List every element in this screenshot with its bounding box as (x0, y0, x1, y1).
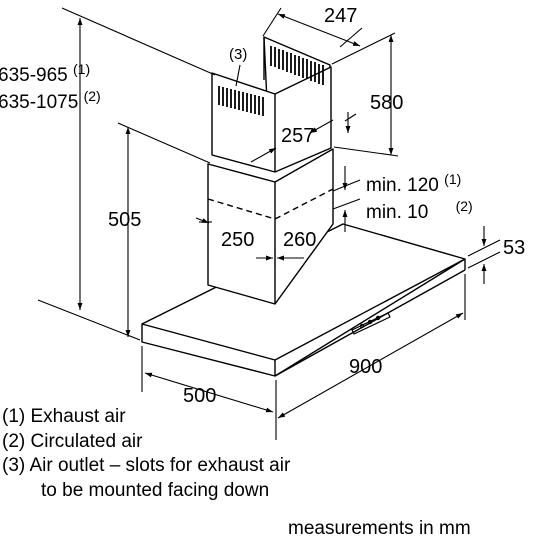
gap-circulated-note: (2) (455, 198, 473, 214)
gap-exhaust-label: min. 120 (1) (366, 172, 461, 195)
lower-chimney-width-label: 250 (221, 229, 255, 251)
canopy-depth-dimension (141, 346, 274, 413)
upper-chimney-height-label: 580 (370, 92, 404, 114)
gap-circulated-label: min. 10 (2) (366, 199, 473, 222)
upper-chimney-depth-dimension (250, 112, 357, 163)
gap-exhaust-value: min. 120 (366, 175, 439, 196)
lower-chimney-width-dimension (195, 217, 304, 266)
overall-height-exhaust-note: (1) (73, 61, 91, 77)
upper-chimney-depth-label: 257 (281, 125, 315, 147)
gap-circulated-value: min. 10 (366, 202, 429, 223)
overall-height-exhaust-value: 635-965 (0, 65, 68, 86)
canopy-depth-label: 500 (183, 385, 217, 407)
canopy-height-dimension (467, 226, 501, 284)
overall-height-circulated-note: (2) (83, 88, 101, 104)
lower-chimney-depth-label: 260 (283, 229, 317, 251)
lower-chimney-height-label: 505 (108, 209, 142, 231)
overall-height-circulated-label: 635-1075 (2) (0, 89, 101, 112)
upper-chimney-height-dimension (331, 32, 399, 157)
upper-chimney-width-label: 247 (324, 5, 358, 27)
canopy-width-dimension (275, 274, 466, 440)
legend: (1) Exhaust air (2) Circulated air (3) A… (2, 405, 290, 503)
canopy-height-label: 53 (503, 237, 526, 259)
gap-exhaust-note: (1) (444, 171, 462, 187)
lower-chimney-height-dimension (117, 122, 211, 337)
units-note: measurements in mm (288, 518, 471, 539)
overall-height-circulated-value: 635-1075 (0, 92, 79, 113)
air-outlet-slots-right (270, 46, 324, 85)
air-outlet-leader (235, 64, 241, 87)
legend-item-exhaust: (1) Exhaust air (2, 406, 126, 427)
legend-item-air-outlet: (3) Air outlet – slots for exhaust air (2, 455, 291, 476)
canopy-width-label: 900 (349, 356, 383, 378)
lower-chimney-outline (207, 148, 334, 305)
legend-item-air-outlet-cont: to be mounted facing down (41, 479, 270, 501)
overall-height-dimension (37, 7, 216, 341)
legend-item-circulated: (2) Circulated air (2, 430, 143, 452)
air-outlet-callout: (3) (229, 46, 248, 63)
upper-chimney-width-dimension (262, 7, 363, 48)
upper-chimney-outline (211, 36, 332, 173)
overall-height-exhaust-label: 635-965 (1) (0, 62, 90, 85)
chimney-gap-dimension (332, 166, 361, 232)
air-outlet-slots-left (218, 86, 264, 116)
